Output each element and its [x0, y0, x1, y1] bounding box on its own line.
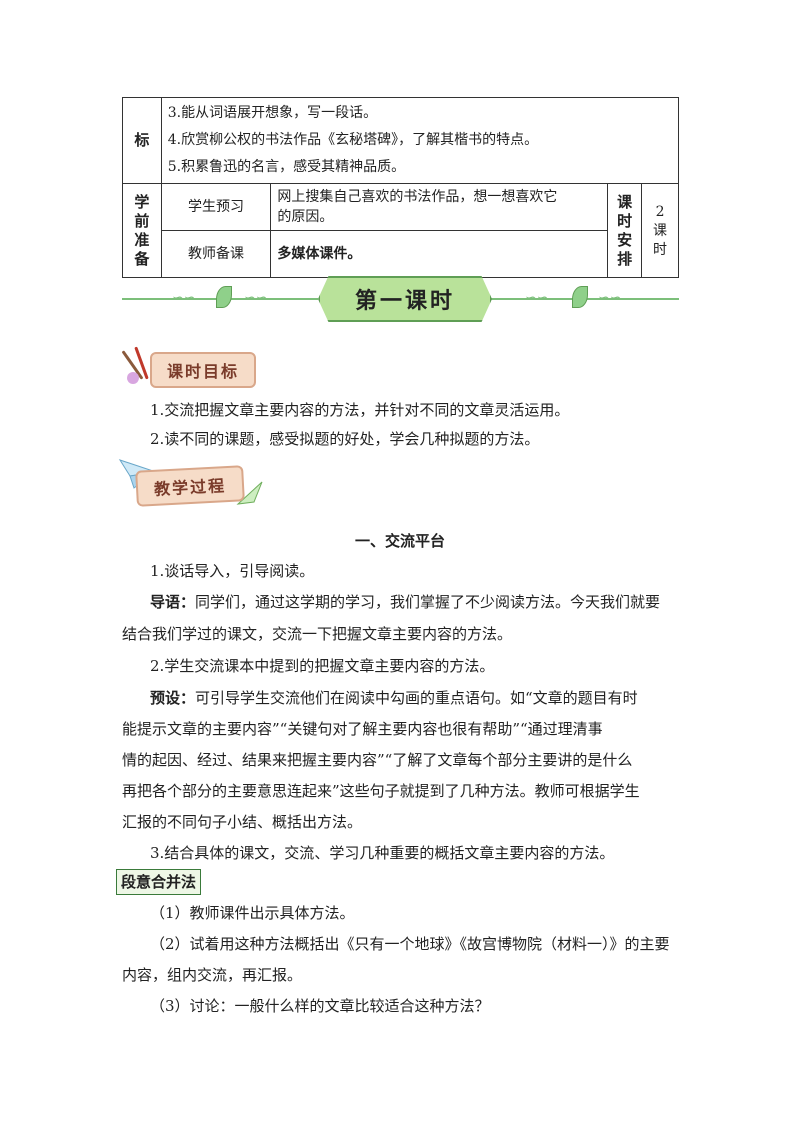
preset-line: 能提示文章的主要内容”“关键句对了解主要内容也很有帮助”“通过理清事	[122, 720, 603, 738]
vine-ornament-icon: ∽∽	[172, 290, 196, 306]
sub-step-2: （2）试着用这种方法概括出《只有一个地球》《故宫博物院（材料一）》的主要	[150, 935, 670, 953]
sub-step-3: （3）讨论：一般什么样的文章比较适合这种方法？	[150, 997, 490, 1015]
process-badge: 教学过程	[135, 465, 245, 507]
student-label: 学生预习	[160, 183, 272, 231]
objectives-badge: 课时目标	[150, 352, 256, 388]
objective-item: 1.交流把握文章主要内容的方法，并针对不同的文章灵活运用。	[150, 401, 570, 419]
sub-step-2-cont: 内容，组内交流，再汇报。	[122, 966, 303, 984]
lesson-plan-table: 标 3.能从词语展开想象，写一段话。 4.欣赏柳公权的书法作品《玄秘塔碑》，了解…	[122, 97, 680, 278]
preset-line: 汇报的不同句子小结、概括出方法。	[122, 813, 363, 831]
intro-label: 导语：	[150, 593, 196, 611]
lesson-banner: 第一课时	[318, 276, 492, 322]
leaf-icon	[216, 286, 232, 308]
leaf-icon	[572, 286, 588, 308]
goal-item: 3.能从词语展开想象，写一段话。	[167, 105, 378, 121]
hours-label: 课时安排	[607, 183, 643, 278]
prep-header: 学前准备	[122, 183, 162, 278]
preset-line: 情的起因、经过、结果来把握主要内容”“了解了文章每个部分主要讲的是什么	[122, 751, 633, 769]
sub-step-1: （1）教师课件出示具体方法。	[150, 904, 355, 922]
method-label: 段意合并法	[116, 869, 202, 895]
section-title: 一、交流平台	[354, 532, 445, 550]
vine-ornament-icon: ∽∽	[244, 290, 268, 306]
goal-header: 标	[122, 97, 162, 184]
goal-item: 5.积累鲁迅的名言，感受其精神品质。	[167, 159, 406, 175]
preset-line: 预设：可引导学生交流他们在阅读中勾画的重点语句。如“文章的题目有时	[150, 689, 638, 707]
hours-value: 2 课时	[641, 183, 679, 278]
paper-plane-icon	[236, 481, 263, 505]
vine-ornament-icon: ∽∽	[598, 290, 622, 306]
intro-line: 结合我们学过的课文，交流一下把握文章主要内容的方法。	[122, 625, 513, 643]
goal-list: 3.能从词语展开想象，写一段话。 4.欣赏柳公权的书法作品《玄秘塔碑》，了解其楷…	[160, 97, 680, 184]
teacher-text: 多媒体课件。	[270, 230, 609, 278]
step-1: 1.谈话导入，引导阅读。	[150, 562, 315, 580]
preset-line: 再把各个部分的主要意思连起来”这些句子就提到了几种方法。教师可根据学生	[122, 782, 640, 800]
goal-item: 4.欣赏柳公权的书法作品《玄秘塔碑》，了解其楷书的特点。	[167, 132, 539, 148]
intro-line: 导语：同学们，通过这学期的学习，我们掌握了不少阅读方法。今天我们就要	[150, 593, 661, 611]
teacher-label: 教师备课	[160, 230, 272, 278]
step-3: 3.结合具体的课文，交流、学习几种重要的概括文章主要内容的方法。	[150, 844, 615, 862]
vine-ornament-icon: ∽∽	[525, 290, 549, 306]
student-text: 网上搜集自己喜欢的书法作品，想一想喜欢它 的原因。	[270, 183, 609, 231]
objective-item: 2.读不同的课题，感受拟题的好处，学会几种拟题的方法。	[150, 430, 540, 448]
step-2: 2.学生交流课本中提到的把握文章主要内容的方法。	[150, 657, 495, 675]
flower-icon	[127, 372, 139, 384]
preset-label: 预设：	[150, 689, 196, 707]
